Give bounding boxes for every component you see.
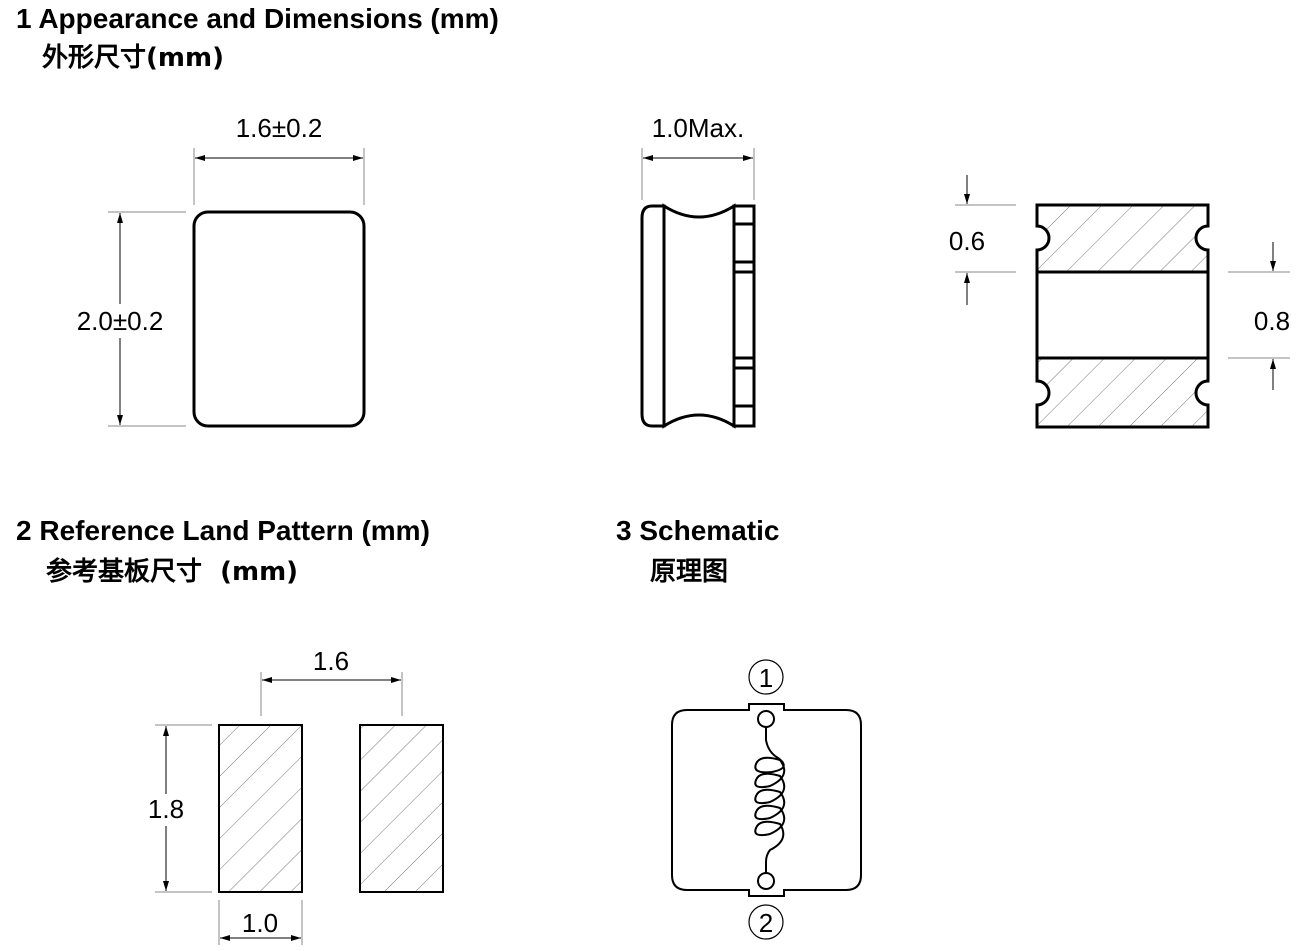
inductor-coil-icon <box>754 727 786 873</box>
section3-title: 3 Schematic <box>616 515 779 546</box>
section1-subtitle: 外形尺寸(mm) <box>42 43 224 73</box>
land-pad-left <box>218 724 303 893</box>
side-thickness-label: 1.0Max. <box>652 113 745 143</box>
front-height-label: 2.0±0.2 <box>77 306 164 336</box>
pin1-circle <box>748 659 784 695</box>
pad-height-label: 1.8 <box>148 794 184 824</box>
pin2-label: 2 <box>759 908 773 938</box>
section2-subtitle: 参考基板尺寸 (mm) <box>46 556 298 587</box>
pitch-label: 1.6 <box>313 646 349 676</box>
pad-width-label: 1.0 <box>242 908 278 938</box>
terminal-2 <box>757 872 775 890</box>
pin2-circle <box>748 904 784 940</box>
front-width-label: 1.6±0.2 <box>236 113 323 143</box>
section3-subtitle: 原理图 <box>650 557 728 587</box>
body-gap-label: 0.8 <box>1254 306 1290 336</box>
bottom-view: 0.6 0.8 <box>949 175 1290 429</box>
schematic: 1 2 <box>671 659 862 940</box>
pin1-label: 1 <box>759 663 773 693</box>
section2-title: 2 Reference Land Pattern (mm) <box>16 515 430 546</box>
land-pad-right <box>359 724 444 893</box>
land-pattern: 1.6 1.8 1.0 <box>144 646 444 945</box>
section1-title: 1 Appearance and Dimensions (mm) <box>16 3 499 34</box>
side-view: 1.0Max. <box>640 113 756 429</box>
front-view: 1.6±0.2 2.0±0.2 <box>66 113 366 428</box>
terminal-height-label: 0.6 <box>949 226 985 256</box>
terminal-1 <box>757 710 775 728</box>
